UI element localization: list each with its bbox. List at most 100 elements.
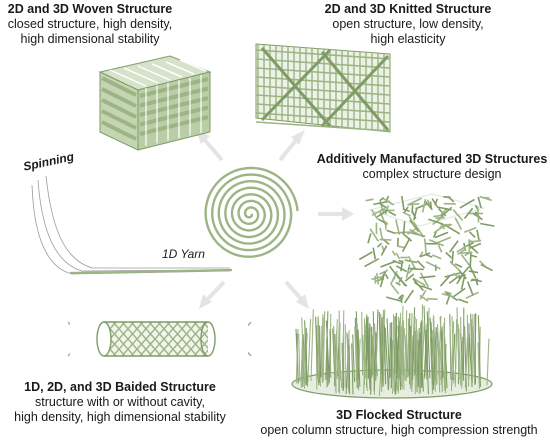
additive-fiber xyxy=(412,277,426,287)
flocked-fiber xyxy=(346,332,350,380)
additive-fiber xyxy=(460,253,471,267)
flocked-fiber xyxy=(425,329,429,395)
woven-top-gap xyxy=(179,59,207,72)
flocked-fiber xyxy=(392,314,395,378)
additive-fiber xyxy=(391,250,396,256)
flocked-desc-1: open column structure, high compression … xyxy=(260,423,538,437)
flocked-fiber xyxy=(338,310,341,381)
arrow-to-braided xyxy=(199,280,226,309)
additive-fiber xyxy=(381,245,385,251)
knitted-course xyxy=(255,94,391,105)
additive-fiber xyxy=(471,278,482,283)
additive-fiber xyxy=(421,285,433,291)
additive-fiber xyxy=(419,275,436,279)
arrow-to-flocked xyxy=(284,280,309,309)
woven-top-gap xyxy=(151,63,183,78)
additive-fiber xyxy=(428,239,445,247)
additive-fiber xyxy=(444,290,452,295)
braided-structure-illustration xyxy=(67,316,252,362)
braided-strand xyxy=(139,321,171,357)
additive-fiber xyxy=(380,245,388,256)
flocked-fiber xyxy=(477,342,480,389)
additive-fiber xyxy=(397,276,408,287)
direction-arrows xyxy=(196,130,354,309)
spinning-fibers xyxy=(31,175,231,275)
flocked-fiber xyxy=(363,341,368,391)
additive-fiber xyxy=(457,247,467,256)
braided-tube-end xyxy=(96,321,112,357)
additive-fiber xyxy=(416,260,426,269)
flocked-fiber xyxy=(319,325,322,378)
additive-fiber xyxy=(372,247,377,260)
flocked-fiber xyxy=(436,324,441,381)
additive-fiber xyxy=(376,272,380,285)
additive-fiber xyxy=(365,198,374,202)
additive-fiber xyxy=(408,215,416,227)
flocked-fiber xyxy=(474,313,477,385)
additive-fiber xyxy=(406,227,417,235)
knitted-desc-2: high elasticity xyxy=(370,32,446,46)
yarn-spiral-icon xyxy=(204,166,299,258)
flocked-fiber xyxy=(486,338,490,386)
additive-fiber xyxy=(412,278,425,292)
additive-desc-1: complex structure design xyxy=(362,167,502,181)
flocked-fiber xyxy=(468,333,473,388)
additive-fiber xyxy=(405,264,411,279)
woven-weft-strand xyxy=(139,77,209,98)
additive-fiber xyxy=(367,233,372,244)
flocked-fiber xyxy=(310,309,314,381)
flocked-fiber xyxy=(409,312,413,384)
knitted-caption: 2D and 3D Knitted Structure open structu… xyxy=(318,2,498,47)
additive-fiber xyxy=(449,240,459,253)
additive-fiber xyxy=(402,208,410,213)
woven-structure-illustration xyxy=(98,55,212,151)
woven-weft-strand xyxy=(139,105,209,127)
additive-fiber xyxy=(440,206,453,218)
additive-fiber xyxy=(468,231,476,238)
flocked-fiber xyxy=(429,317,434,386)
woven-desc-2: high dimensional stability xyxy=(20,32,160,46)
additive-title: Additively Manufactured 3D Structures xyxy=(316,152,548,166)
flocked-fiber xyxy=(301,317,306,389)
flocked-fiber xyxy=(342,310,345,380)
additive-fiber xyxy=(384,273,389,280)
flocked-fiber xyxy=(386,318,390,375)
woven-warp-strand xyxy=(101,87,137,108)
additive-fiber xyxy=(398,259,404,264)
flocked-fiber xyxy=(443,323,446,391)
braided-strand xyxy=(112,321,144,357)
additive-fiber xyxy=(424,200,433,211)
knitted-course xyxy=(255,76,391,87)
additive-fiber xyxy=(421,198,427,213)
flocked-fiber xyxy=(449,325,453,386)
braided-strand xyxy=(148,321,180,357)
additive-fiber xyxy=(479,195,492,202)
flocked-fiber xyxy=(456,307,460,380)
flocked-fiber xyxy=(403,328,408,378)
additive-fiber xyxy=(388,210,397,217)
flocked-fiber xyxy=(460,333,465,381)
woven-desc-1: closed structure, high density, xyxy=(7,17,173,31)
woven-warp-strand xyxy=(101,98,137,119)
additive-fiber xyxy=(432,231,437,238)
flocked-fiber xyxy=(373,332,377,392)
braided-title: 1D, 2D, and 3D Baided Structure xyxy=(24,380,216,394)
additive-fiber xyxy=(392,270,398,281)
woven-warp-strand xyxy=(101,120,137,141)
flocked-fiber xyxy=(397,333,401,394)
flocked-fiber xyxy=(304,320,308,387)
flocked-fiber xyxy=(322,311,326,382)
additive-fiber xyxy=(469,265,477,279)
flocked-fiber xyxy=(454,320,458,387)
knitted-structure-illustration xyxy=(255,43,391,133)
flocked-fiber xyxy=(325,320,330,384)
additive-fiber xyxy=(452,272,459,279)
woven-warp-strand xyxy=(101,109,137,130)
additive-fiber xyxy=(379,238,392,241)
additive-fiber xyxy=(448,196,455,203)
flocked-fiber xyxy=(375,309,379,381)
flocked-fiber xyxy=(439,341,443,393)
additive-fiber xyxy=(464,251,473,257)
braided-strand xyxy=(157,321,189,357)
additive-fiber xyxy=(449,260,461,272)
